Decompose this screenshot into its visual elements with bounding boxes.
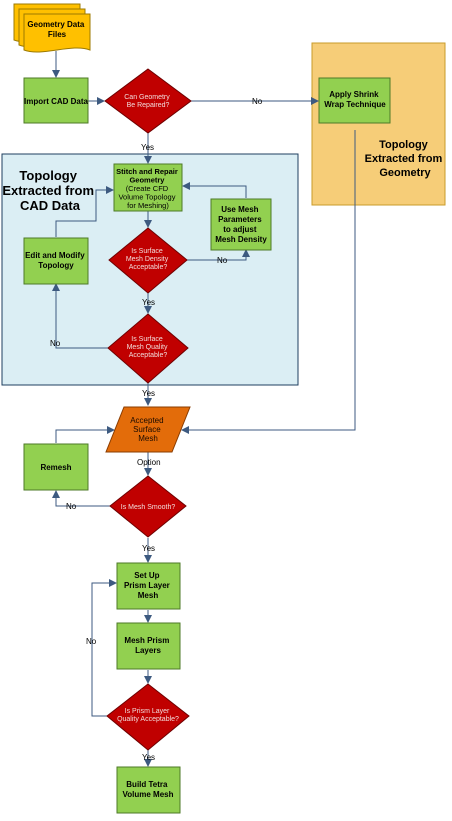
use-mesh-params-node: Use Mesh Parameters to adjust Mesh Densi… xyxy=(210,198,272,251)
edge-label-no-prism: No xyxy=(86,637,97,646)
svg-text:Geometry Data Files: Geometry Data Files xyxy=(27,20,86,39)
svg-text:Import CAD Data: Import CAD Data xyxy=(24,97,89,106)
edge-density-no xyxy=(187,249,250,261)
edge-label-yes-density: Yes xyxy=(142,298,155,307)
import-cad-node: Import CAD Data xyxy=(23,77,89,124)
prism-ok-decision: Is Prism Layer Quality Acceptable? xyxy=(106,683,190,751)
shrink-wrap-node: Apply Shrink Wrap Technique xyxy=(318,77,391,124)
stitch-repair-node: Stitch and Repair Geometry (Create CFD V… xyxy=(113,163,183,212)
edge-quality-no xyxy=(52,283,108,349)
svg-text:Use Mesh Parameters: Use Mesh Parameters to adjust Mesh Densi… xyxy=(215,205,267,244)
density-ok-decision: Is Surface Mesh Density Acceptable? xyxy=(108,227,188,294)
accepted-surface-node: Accepted Surface Mesh xyxy=(105,406,191,453)
svg-text:Is Mesh Smooth?: Is Mesh Smooth? xyxy=(121,504,176,511)
remesh-node: Remesh xyxy=(23,443,89,491)
svg-text:Stitch and Repair Geomet: Stitch and Repair Geometry (Create CFD V… xyxy=(116,167,180,210)
edge-label-yes-prism: Yes xyxy=(142,753,155,762)
geometry-topology-region-label: Topology Extracted from Geometry xyxy=(365,139,446,179)
edge-label-yes-repair: Yes xyxy=(141,143,154,152)
can-repair-decision: Can Geometry Be Repaired? xyxy=(104,68,192,134)
edge-edit-to-stitch xyxy=(55,186,114,237)
svg-text:Remesh: Remesh xyxy=(40,463,71,472)
mesh-prism-node: Mesh Prism Layers xyxy=(116,622,181,670)
edge-label-no-quality: No xyxy=(50,339,61,348)
setup-prism-node: Set Up Prism Layer Mesh xyxy=(116,562,181,610)
svg-text:Is Surface Mesh Quality: Is Surface Mesh Quality Acceptable? xyxy=(127,336,170,359)
svg-text:Accepted Surface M: Accepted Surface Mesh xyxy=(130,416,166,443)
edge-label-yes-quality: Yes xyxy=(142,389,155,398)
edge-prism-no xyxy=(91,579,117,717)
edge-remesh-to-accepted xyxy=(55,426,115,443)
svg-text:Edit and Modify Topology: Edit and Modify Topology xyxy=(25,251,87,270)
edge-label-no-smooth: No xyxy=(66,502,77,511)
edge-smooth-no xyxy=(52,490,110,507)
edge-label-no-density: No xyxy=(217,256,228,265)
svg-text:Apply Shrink Wrap Techni: Apply Shrink Wrap Technique xyxy=(324,90,386,109)
edge-label-yes-smooth: Yes xyxy=(142,544,155,553)
geometry-topology-region xyxy=(311,42,446,206)
smooth-decision: Is Mesh Smooth? xyxy=(109,475,187,538)
cad-topology-region-label: Topology Extracted from CAD Data xyxy=(2,168,97,213)
quality-ok-decision: Is Surface Mesh Quality Acceptable? xyxy=(107,313,189,384)
edit-modify-node: Edit and Modify Topology xyxy=(23,237,89,285)
input-document-node: Geometry Data Files xyxy=(13,3,91,53)
edge-meshparams-to-stitch xyxy=(182,182,247,198)
edge-label-option: Option xyxy=(137,458,161,467)
svg-text:Is Surface Mesh Density: Is Surface Mesh Density Acceptable? xyxy=(126,248,170,271)
build-tetra-node: Build Tetra Volume Mesh xyxy=(116,766,181,814)
svg-text:Is Prism Layer Quality A: Is Prism Layer Quality Acceptable? xyxy=(117,708,179,723)
svg-text:Set Up Prism Layer: Set Up Prism Layer Mesh xyxy=(124,571,172,600)
edge-label-no-repair: No xyxy=(252,97,263,106)
svg-text:Can Geometry Be Repaired: Can Geometry Be Repaired? xyxy=(124,94,171,109)
svg-text:Build Tetra Volume Mesh: Build Tetra Volume Mesh xyxy=(123,780,174,799)
edge-shrinkwrap-to-accepted xyxy=(181,130,356,434)
svg-text:Mesh Prism Layers: Mesh Prism Layers xyxy=(124,636,171,655)
